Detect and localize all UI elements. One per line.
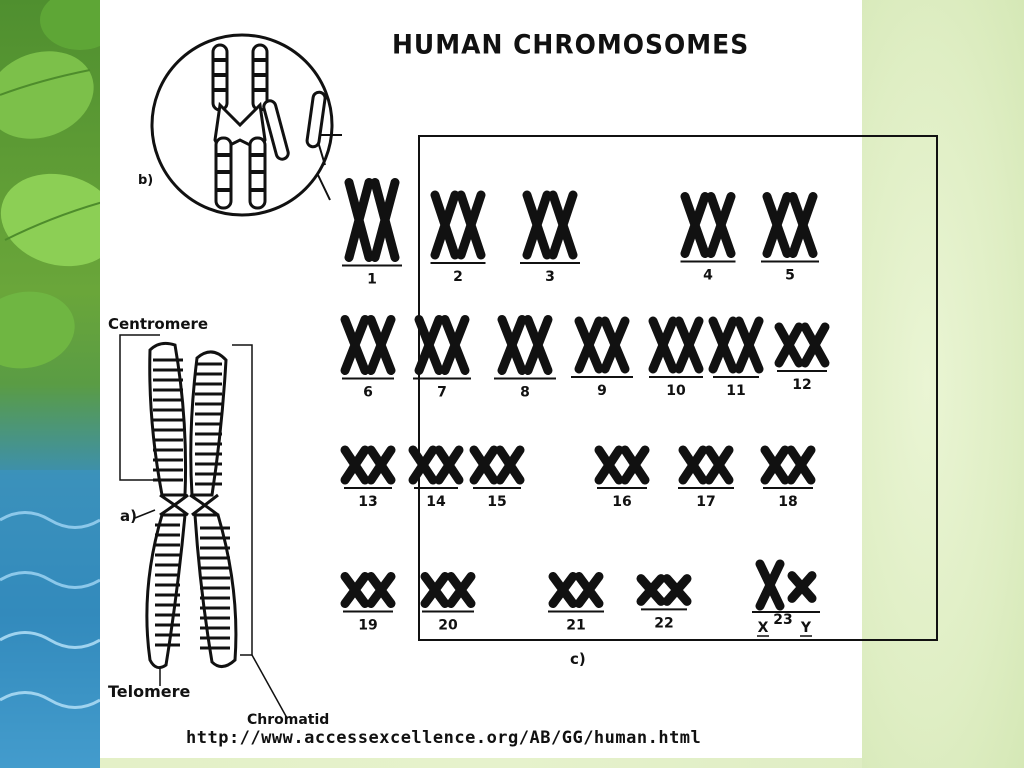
panel-b-label: b): [138, 173, 154, 188]
sex-label-number: 23: [773, 612, 792, 628]
chromosome-mark: [678, 445, 708, 485]
chromosome-mark: [708, 316, 738, 374]
chromosome-mark: [680, 192, 710, 258]
pair-number-16: 16: [612, 494, 631, 510]
pair-number-7: 7: [437, 385, 447, 401]
pair-number-6: 6: [363, 385, 373, 401]
slide-canvas: HUMAN CHROMOSOMES: [100, 0, 938, 758]
chromosome-mark: [548, 190, 578, 260]
chromosome-mark: [774, 322, 804, 368]
pair-number-11: 11: [726, 383, 745, 399]
chromosome-mark: [523, 315, 553, 375]
chromosome-mark: [366, 315, 396, 375]
chromosome-mark: [648, 316, 678, 374]
chromosome-mark: [414, 315, 444, 375]
panel-b-closeup: [150, 33, 342, 217]
chromosome-mark: [704, 445, 734, 485]
chromosome-mark: [762, 192, 792, 258]
chromosome-mark: [788, 192, 818, 258]
chromosome-mark: [574, 316, 604, 374]
panel-a-chromosome: [119, 334, 288, 719]
chromosome-mark: [469, 445, 499, 485]
source-url: http://www.accessexcellence.org/AB/GG/hu…: [186, 728, 702, 748]
pair-number-13: 13: [358, 494, 377, 510]
chromosome-mark: [408, 445, 438, 485]
pair-number-14: 14: [426, 494, 446, 510]
pair-number-10: 10: [666, 383, 686, 399]
chromosome-mark: [800, 322, 830, 368]
pair-number-22: 22: [654, 615, 673, 631]
chromosome-mark: [420, 572, 450, 608]
chromatid-label: Chromatid: [247, 712, 330, 728]
pair-number-15: 15: [487, 494, 506, 510]
sex-label-x: X: [758, 620, 769, 636]
chromosome-mark: [787, 571, 817, 603]
pair-number-8: 8: [520, 385, 530, 401]
chromosome-mark: [340, 315, 370, 375]
pair-number-2: 2: [453, 269, 463, 285]
chromosome-mark: [366, 572, 396, 608]
chromosome-mark: [662, 574, 692, 606]
chromosome-mark: [434, 445, 464, 485]
page-title: HUMAN CHROMOSOMES: [392, 29, 750, 60]
pair-number-19: 19: [358, 618, 377, 634]
pair-number-17: 17: [696, 494, 715, 510]
pair-number-1: 1: [367, 272, 377, 288]
chromosome-mark: [430, 190, 460, 260]
chromosome-mark: [574, 572, 604, 608]
chromosome-mark: [340, 572, 370, 608]
telomere-label: Telomere: [108, 682, 191, 701]
pair-number-3: 3: [545, 269, 555, 285]
chromosome-mark: [366, 445, 396, 485]
chromosome-mark: [786, 445, 816, 485]
pair-number-20: 20: [438, 618, 458, 634]
chromosome-mark: [340, 445, 370, 485]
chromosome-mark: [706, 192, 736, 258]
pair-number-9: 9: [597, 383, 607, 399]
chromosome-mark: [755, 559, 785, 611]
chromosome-mark: [760, 445, 790, 485]
chromosome-mark: [440, 315, 470, 375]
panel-c-label: c): [570, 650, 586, 668]
chromosome-mark: [344, 178, 374, 262]
chromosome-mark: [734, 316, 764, 374]
chromosome-mark: [456, 190, 486, 260]
decorative-leaf-water-strip: [0, 0, 100, 768]
pair-number-18: 18: [778, 494, 797, 510]
pair-number-21: 21: [566, 618, 585, 634]
chromosome-mark: [446, 572, 476, 608]
chromosome-mark: [594, 445, 624, 485]
leaf-water-art: [0, 0, 100, 768]
chromosome-mark: [522, 190, 552, 260]
chromosome-mark: [370, 178, 400, 262]
panel-a-label: a): [120, 507, 137, 525]
sex-label-y: Y: [800, 620, 812, 636]
chromosome-mark: [548, 572, 578, 608]
chromosome-mark: [674, 316, 704, 374]
centromere-label: Centromere: [108, 315, 209, 333]
chromosome-mark: [620, 445, 650, 485]
chromosome-mark: [495, 445, 525, 485]
chromosome-mark: [497, 315, 527, 375]
chromosome-mark: [600, 316, 630, 374]
karyotype-frame: [418, 135, 938, 641]
pair-number-5: 5: [785, 268, 795, 284]
pair-number-4: 4: [703, 268, 713, 284]
chromosome-mark: [636, 574, 666, 606]
pair-number-12: 12: [792, 377, 811, 393]
